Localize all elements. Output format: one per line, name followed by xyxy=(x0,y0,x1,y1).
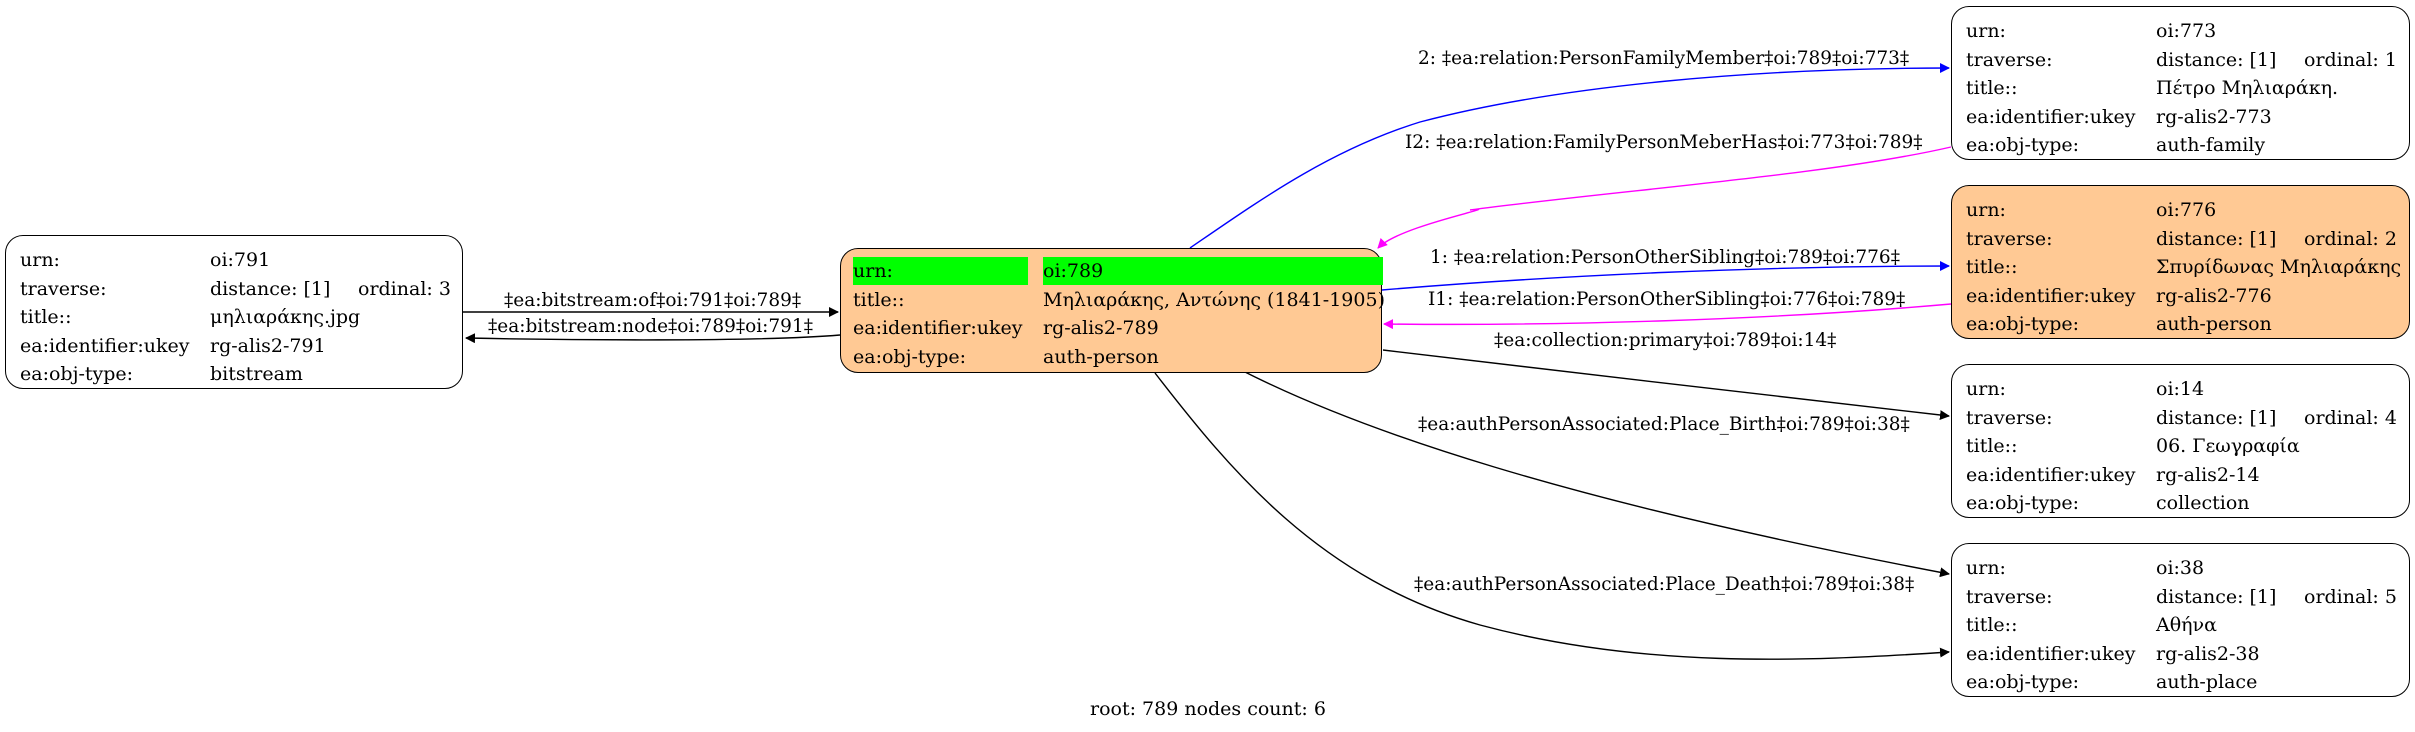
title-label: title:: xyxy=(1966,256,2018,278)
distance-value: distance: [1] xyxy=(210,277,331,300)
obj-type-label: ea:obj-type: xyxy=(1966,134,2080,156)
urn-value: oi:773 xyxy=(2156,20,2217,42)
distance-value: distance: [1] xyxy=(2156,48,2277,71)
title-value: Αθήνα xyxy=(2156,614,2217,636)
ordinal-value: ordinal: 1 xyxy=(2304,48,2397,71)
title-label: title:: xyxy=(853,288,905,311)
ukey-label: ea:identifier:ukey xyxy=(1966,105,2136,128)
distance-value: distance: [1] xyxy=(2156,227,2277,250)
urn-label: urn: xyxy=(1966,378,2006,400)
obj-type-value: auth-place xyxy=(2156,671,2258,693)
edge-collection xyxy=(1382,349,1950,421)
edge-birth xyxy=(1244,371,1950,578)
node-oi-789-root[interactable]: urn: oi:789 title::Μηλιαράκης, Αντώνης (1… xyxy=(840,248,1385,373)
title-value: μηλιαράκης.jpg xyxy=(210,306,361,328)
ordinal-value: ordinal: 4 xyxy=(2304,406,2397,429)
ordinal-value: ordinal: 2 xyxy=(2304,227,2397,250)
traverse-label: traverse: xyxy=(1966,48,2053,71)
title-value: 06. Γεωγραφία xyxy=(2156,435,2300,457)
node-oi-38[interactable]: urn: oi:38 traverse: distance: [1] ordinal:… xyxy=(1951,543,2410,697)
edge-death xyxy=(1154,372,1950,660)
traverse-label: traverse: xyxy=(1966,585,2053,608)
urn-value: oi:791 xyxy=(210,249,271,271)
ukey-label: ea:identifier:ukey xyxy=(853,317,1023,339)
ukey-label: ea:identifier:ukey xyxy=(1966,284,2136,307)
title-value: Πέτρο Μηλιαράκη. xyxy=(2156,77,2339,99)
urn-value: oi:789 xyxy=(1043,257,1383,285)
ukey-value: rg-alis2-776 xyxy=(2156,284,2272,307)
obj-type-value: collection xyxy=(2156,492,2250,514)
node-oi-776[interactable]: urn: oi:776 traverse: distance: [1] ordinal… xyxy=(1951,185,2410,339)
title-label: title:: xyxy=(1966,77,2018,99)
ukey-label: ea:identifier:ukey xyxy=(1966,463,2136,486)
edge-label-collection: ‡ea:collection:primary‡oi:789‡oi:14‡ xyxy=(1494,330,1836,351)
traverse-label: traverse: xyxy=(1966,227,2053,250)
edge-label-bitstream-node: ‡ea:bitstream:node‡oi:789‡oi:791‡ xyxy=(488,316,813,337)
edge-family-member xyxy=(1189,63,1950,249)
edge-label-family-has: I2: ‡ea:relation:FamilyPersonMeberHas‡oi… xyxy=(1405,132,1923,153)
title-value: Σπυρίδωνας Μηλιαράκης xyxy=(2156,256,2402,278)
ukey-label: ea:identifier:ukey xyxy=(20,334,190,357)
edge-sibling-out xyxy=(1381,261,1950,291)
obj-type-label: ea:obj-type: xyxy=(1966,671,2080,693)
ukey-value: rg-alis2-789 xyxy=(1043,317,1159,339)
node-oi-14[interactable]: urn: oi:14 traverse: distance: [1] ordinal:… xyxy=(1951,364,2410,518)
obj-type-label: ea:obj-type: xyxy=(853,345,967,368)
title-value: Μηλιαράκης, Αντώνης (1841-1905) xyxy=(1043,288,1385,311)
urn-value: oi:38 xyxy=(2156,557,2205,579)
ordinal-value: ordinal: 3 xyxy=(358,277,451,300)
distance-value: distance: [1] xyxy=(2156,585,2277,608)
edge-label-death: ‡ea:authPersonAssociated:Place_Death‡oi:… xyxy=(1414,574,1914,595)
ordinal-value: ordinal: 5 xyxy=(2304,585,2397,608)
urn-label: urn: xyxy=(1966,557,2006,579)
obj-type-value: auth-person xyxy=(2156,313,2272,335)
urn-label: urn: xyxy=(1966,199,2006,221)
ukey-value: rg-alis2-791 xyxy=(210,334,326,357)
urn-label: urn: xyxy=(1966,20,2006,42)
graph-footer-caption: root: 789 nodes count: 6 xyxy=(1090,698,1326,720)
urn-value: oi:776 xyxy=(2156,199,2217,221)
edge-label-bitstream-of: ‡ea:bitstream:of‡oi:791‡oi:789‡ xyxy=(504,290,801,311)
edge-sibling-in xyxy=(1383,303,1952,330)
urn-label: urn: xyxy=(853,257,1028,285)
obj-type-label: ea:obj-type: xyxy=(20,363,134,385)
urn-label: urn: xyxy=(20,249,60,271)
traverse-label: traverse: xyxy=(20,277,107,300)
node-oi-791[interactable]: urn: oi:791 traverse: distance: [1] ordinal… xyxy=(5,235,463,389)
ukey-value: rg-alis2-38 xyxy=(2156,642,2260,665)
ukey-value: rg-alis2-773 xyxy=(2156,105,2272,128)
obj-type-label: ea:obj-type: xyxy=(1966,313,2080,335)
traverse-label: traverse: xyxy=(1966,406,2053,429)
edge-bitstream-node xyxy=(465,333,841,344)
edge-label-family-member: 2: ‡ea:relation:PersonFamilyMember‡oi:78… xyxy=(1418,48,1909,69)
edge-label-birth: ‡ea:authPersonAssociated:Place_Birth‡oi:… xyxy=(1418,414,1910,435)
ukey-value: rg-alis2-14 xyxy=(2156,463,2260,486)
title-label: title:: xyxy=(1966,614,2018,636)
title-label: title:: xyxy=(1966,435,2018,457)
title-label: title:: xyxy=(20,306,72,328)
distance-value: distance: [1] xyxy=(2156,406,2277,429)
obj-type-value: auth-person xyxy=(1043,345,1159,368)
obj-type-value: auth-family xyxy=(2156,134,2266,156)
node-oi-773[interactable]: urn: oi:773 traverse: distance: [1] ordinal… xyxy=(1951,6,2410,160)
obj-type-label: ea:obj-type: xyxy=(1966,492,2080,514)
urn-value: oi:14 xyxy=(2156,378,2205,400)
edge-label-sibling-in: I1: ‡ea:relation:PersonOtherSibling‡oi:7… xyxy=(1428,289,1905,310)
edge-label-sibling-out: 1: ‡ea:relation:PersonOtherSibling‡oi:78… xyxy=(1430,247,1900,268)
obj-type-value: bitstream xyxy=(210,363,303,385)
ukey-label: ea:identifier:ukey xyxy=(1966,642,2136,665)
edge-family-has xyxy=(1377,146,1952,249)
